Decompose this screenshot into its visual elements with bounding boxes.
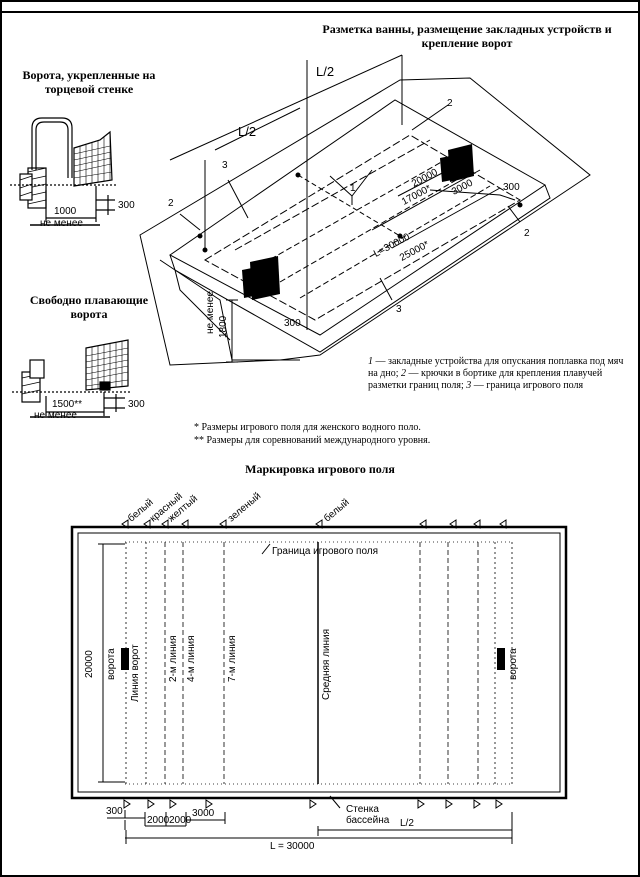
field-length: L = 30000 xyxy=(270,841,315,852)
floating-gate-title: Свободно плавающие ворота xyxy=(29,293,149,321)
pool-legend: 1 — закладные устройства для опускания п… xyxy=(368,356,630,392)
field-marking-title: Маркировка игрового поля xyxy=(245,462,395,476)
pool-n2-top: 2 xyxy=(447,98,453,109)
pool-half-l-left: L/2 xyxy=(238,124,257,139)
field-width-label: 20000 xyxy=(84,650,95,678)
field-d3000: 3000 xyxy=(192,808,215,819)
legend-t3: — граница игрового поля xyxy=(471,380,584,391)
field-d2000b: 2000 xyxy=(169,815,192,826)
main-title: Разметка ванны, размещение закладных уст… xyxy=(322,22,612,50)
field-line-7: 7-м линия xyxy=(227,635,238,683)
field-line-4: 4-м линия xyxy=(186,635,197,683)
pool-n3-left: 3 xyxy=(222,160,228,171)
field-goal-right: ворота xyxy=(508,648,519,680)
pool-isometric-drawing xyxy=(139,54,591,366)
pool-depth-1800: 1800 xyxy=(218,315,229,338)
pool-n2-right: 2 xyxy=(524,228,530,239)
field-center-line: Средняя линия xyxy=(321,628,332,700)
gate-end-300: 300 xyxy=(118,200,135,211)
field-goal-left: ворота xyxy=(106,648,117,680)
gate-float-300: 300 xyxy=(128,399,145,410)
field-marking-drawing xyxy=(70,519,568,844)
legend-n1: 1 xyxy=(368,356,373,367)
end-wall-gate-title: Ворота, укрепленные на торцевой стенке xyxy=(22,68,156,96)
field-goal-line: Линия ворот xyxy=(130,644,141,702)
pool-goal-right xyxy=(440,144,474,182)
pool-inner-outline xyxy=(77,532,561,793)
pool-outline xyxy=(70,525,568,800)
legend-n2: 2 xyxy=(401,368,407,379)
gate-end-not-less: не менее xyxy=(40,218,83,229)
end-wall-gate-drawing xyxy=(10,117,118,226)
pool-d300-left: 300 xyxy=(284,318,301,329)
pool-depth-not-less: не менее xyxy=(205,291,216,334)
gate-end-1000: 1000 xyxy=(54,206,77,217)
pool-n2-left: 2 xyxy=(168,198,174,209)
gate-float-1500: 1500** xyxy=(52,399,83,410)
field-half-l: L/2 xyxy=(400,818,414,829)
field-boundary-label: Граница игрового поля xyxy=(272,546,379,557)
field-d300: 300 xyxy=(106,806,123,817)
gate-float-not-less: не менее xyxy=(34,410,77,421)
pool-n1: 1 xyxy=(350,183,356,194)
field-line-2: 2-м линия xyxy=(168,635,179,683)
legend-n3: 3 xyxy=(466,380,472,391)
pool-goal-left xyxy=(242,256,280,300)
field-d2000a: 2000 xyxy=(147,815,170,826)
legend-t2: — крючки в бортике для крепления плавуче… xyxy=(368,368,603,391)
footnote-women: * Размеры игрового поля для женского вод… xyxy=(194,422,421,433)
floating-gate-drawing xyxy=(12,339,130,418)
footnote-international: ** Размеры для соревнований международно… xyxy=(194,435,431,446)
legend-t1: — закладные устройства для опускания поп… xyxy=(368,356,624,379)
pool-half-l-top: L/2 xyxy=(316,64,335,79)
pool-d300-right: 300 xyxy=(503,182,520,193)
pool-n3-bottom: 3 xyxy=(396,304,402,315)
field-pool-wall: Стенка бассейна xyxy=(346,804,390,826)
